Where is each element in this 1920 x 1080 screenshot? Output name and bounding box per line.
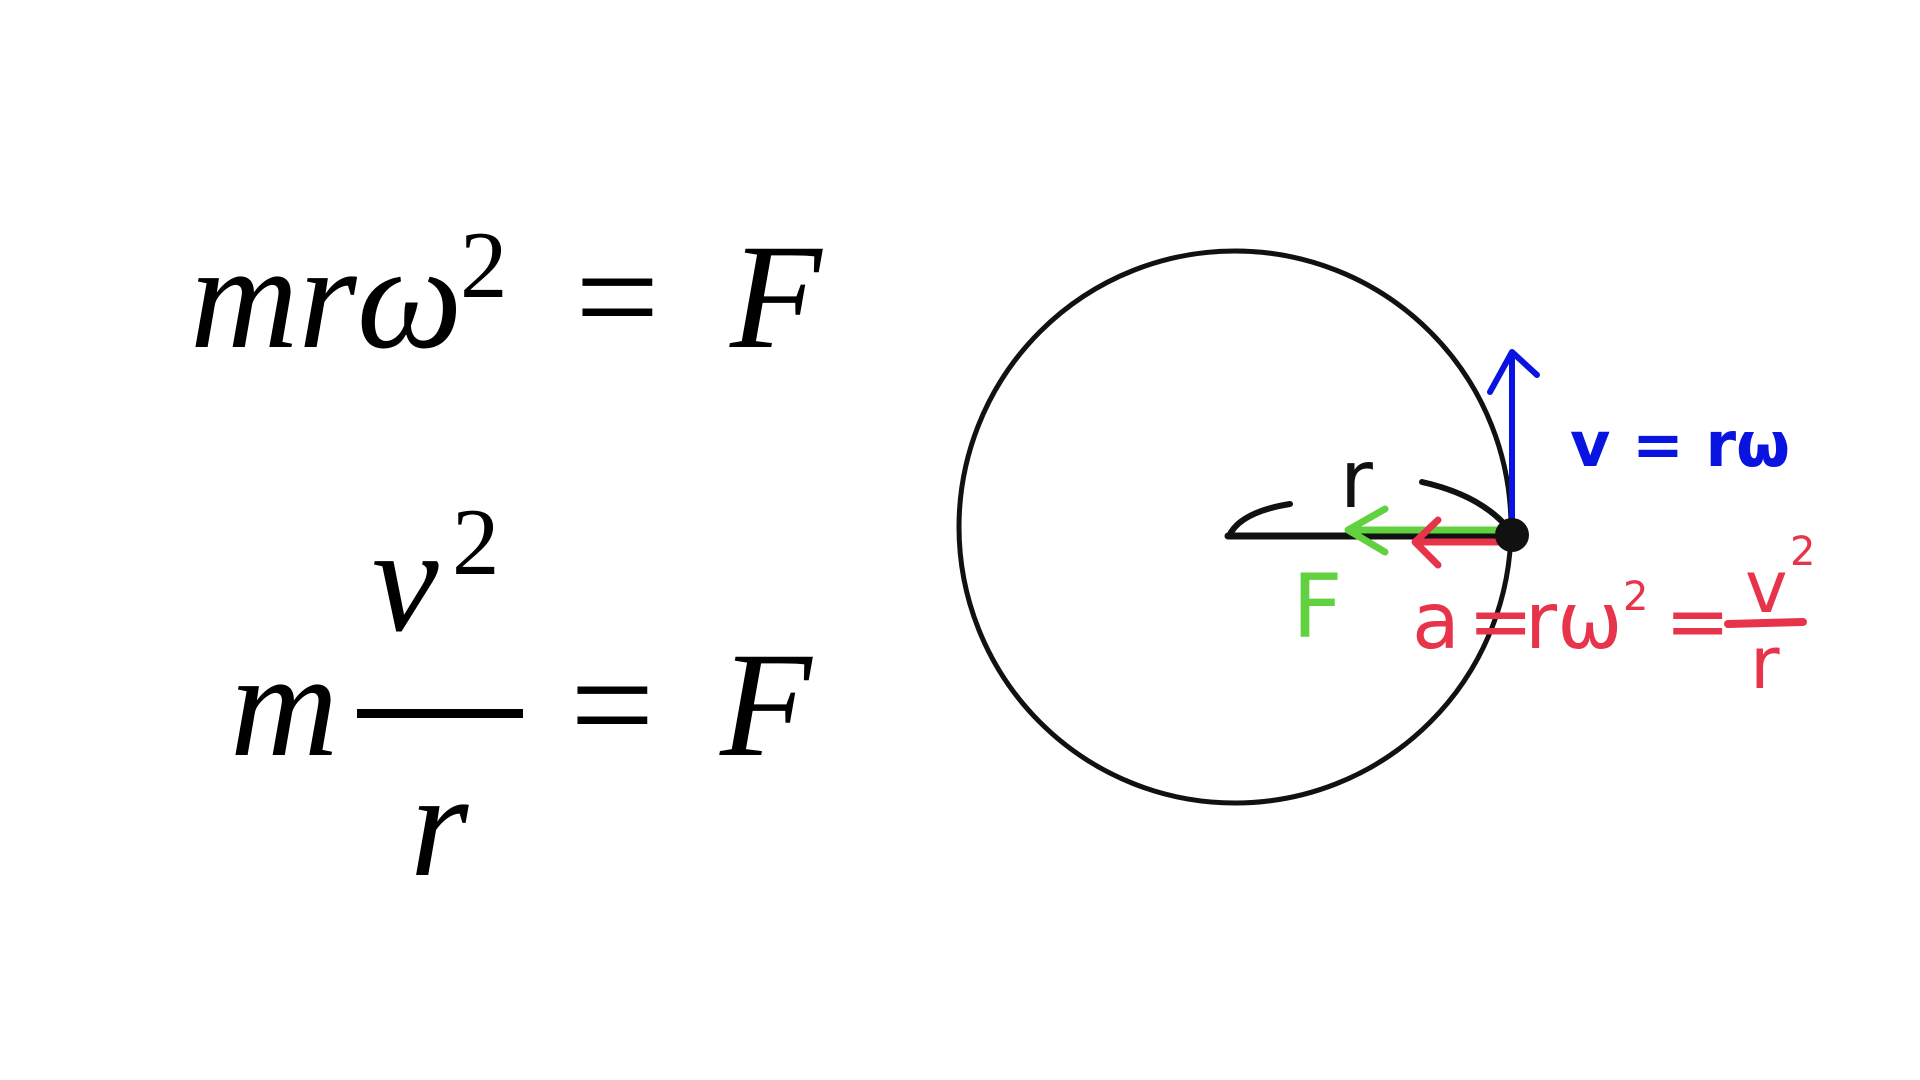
radius-brace-right — [1419, 479, 1511, 531]
eq1-exponent: 2 — [460, 212, 508, 318]
accel-num: v — [1745, 545, 1788, 629]
accel-eq1: = — [1468, 577, 1533, 667]
radius-label: r — [1340, 433, 1373, 526]
accel-eq2: = — [1665, 577, 1730, 667]
accel-rw: rω — [1525, 577, 1622, 667]
accel-fraction-bar — [1724, 618, 1807, 628]
velocity-arrowhead — [1487, 349, 1540, 395]
accel-num-exp: 2 — [1790, 529, 1815, 575]
eq2-numerator-v: v — [372, 497, 439, 663]
eq1-equals: = — [575, 214, 660, 380]
eq2-rhs: F — [720, 622, 812, 788]
eq2-denominator: r — [410, 742, 469, 908]
eq2-numerator-exponent: 2 — [452, 489, 500, 595]
accel-label: a = rω 2 = v 2 r — [1412, 529, 1815, 705]
eq2-prefix: m — [230, 622, 339, 788]
fraction-bar — [357, 709, 523, 718]
force-arrowhead — [1344, 505, 1389, 556]
eq1-lhs: mrω — [190, 214, 463, 380]
accel-a: a — [1412, 577, 1460, 667]
eq2-equals: = — [570, 622, 655, 788]
force-label: F — [1292, 555, 1343, 658]
eq1-rhs: F — [730, 214, 822, 380]
accel-rw-exp: 2 — [1623, 574, 1648, 620]
velocity-label: v = rω — [1570, 408, 1790, 481]
accel-arrowhead — [1411, 516, 1442, 569]
moving-object-dot — [1495, 518, 1529, 552]
radius-brace-left — [1226, 501, 1293, 539]
accel-den: r — [1750, 621, 1780, 705]
